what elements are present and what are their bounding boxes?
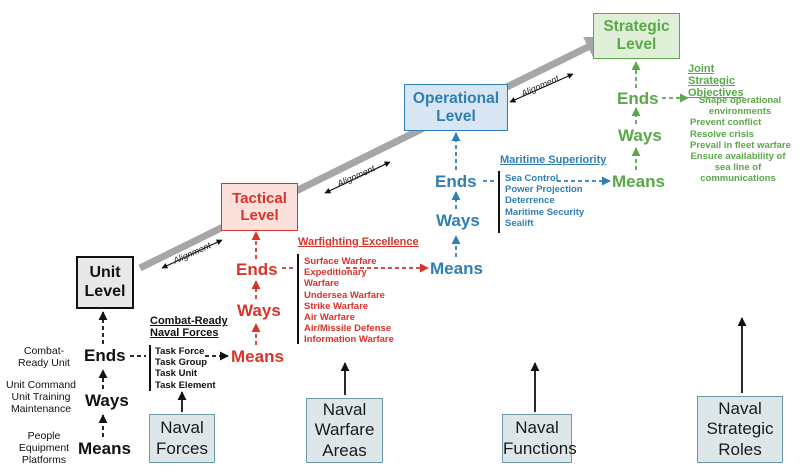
operational-outputs-bracket [498, 171, 500, 233]
tactical-output-item: Air Warfare [304, 312, 355, 324]
strategic-means: Means [612, 172, 665, 191]
tactical-means: Means [231, 347, 284, 366]
strategic-output-item: Prevail in fleet warfare [690, 139, 791, 151]
tactical-output-item: Strike Warfare [304, 300, 369, 312]
naval-warfare-areas-box: Naval Warfare Areas [306, 398, 383, 463]
operational-output-item: Deterrence [505, 195, 555, 207]
operational-means: Means [430, 259, 483, 278]
strategic-level-box: Strategic Level [593, 13, 680, 59]
operational-output-item: Maritime Security [505, 206, 585, 218]
operational-level-label: Operational Level [412, 89, 500, 125]
unit-outputs-bracket [149, 345, 151, 391]
operational-output-item: Sea Control [505, 173, 559, 184]
naval-strategic-roles-box: Naval Strategic Roles [697, 396, 783, 463]
naval-forces-box: Naval Forces [149, 414, 215, 463]
maritime-superiority-heading: Maritime Superiority [500, 154, 607, 166]
alignment-arrow-1 [161, 239, 223, 269]
operational-level-box: Operational Level [404, 84, 508, 131]
strategic-output-item: Shape operational environments [698, 95, 782, 118]
unit-ways: Ways [85, 391, 129, 410]
unit-output-item: Task Unit [155, 368, 198, 380]
naval-functions-label: Naval Functions [503, 418, 577, 458]
tactical-output-item: Expeditionary Warfare [304, 267, 367, 290]
unit-ends-note: Combat-Ready Unit [18, 345, 70, 369]
unit-level-box: Unit Level [76, 256, 134, 309]
unit-means-note: People Equipment Platforms [18, 430, 70, 466]
operational-output-item: Power Projection [505, 184, 583, 196]
naval-warfare-areas-label: Naval Warfare Areas [314, 399, 375, 460]
unit-ends: Ends [84, 346, 126, 365]
unit-means: Means [78, 439, 131, 458]
tactical-level-label: Tactical Level [232, 189, 287, 224]
unit-outputs-list: Task Force Task Group Task Unit Task Ele… [155, 346, 216, 391]
strategic-ways: Ways [618, 126, 662, 145]
tactical-ends: Ends [236, 260, 278, 279]
strategic-output-item: Ensure availability of sea line of commu… [690, 151, 786, 185]
operational-ends: Ends [435, 172, 477, 191]
strategic-output-item: Resolve crisis [690, 128, 754, 140]
naval-strategic-roles-label: Naval Strategic Roles [706, 398, 774, 459]
operational-output-item: Sealift [505, 217, 534, 229]
joint-strategic-objectives-heading: Joint Strategic Objectives [688, 63, 744, 99]
strategic-output-item: Prevent conflict [690, 117, 762, 129]
combat-ready-heading: Combat-Ready Naval Forces [150, 315, 228, 339]
operational-outputs-list: Sea Control Power Projection Deterrence … [505, 173, 584, 229]
strategic-level-label: Strategic Level [603, 18, 670, 53]
naval-functions-box: Naval Functions [502, 414, 577, 463]
strategic-ends: Ends [617, 89, 659, 108]
strategic-outputs-list: Shape operational environments Prevent c… [690, 95, 791, 185]
tactical-outputs-bracket [297, 254, 299, 344]
tactical-level-box: Tactical Level [221, 183, 298, 231]
operational-ways: Ways [436, 211, 480, 230]
tactical-outputs-list: Surface Warfare Expeditionary Warfare Un… [304, 256, 394, 346]
tactical-output-item: Air/Missile Defense [304, 323, 392, 335]
alignment-arrow-2 [324, 161, 391, 194]
tactical-output-item: Surface Warfare [304, 256, 377, 267]
unit-output-item: Task Element [155, 379, 216, 391]
warfighting-excellence-heading: Warfighting Excellence [298, 236, 419, 248]
unit-ways-note: Unit Command Unit Training Maintenance [5, 379, 77, 415]
alignment-arrow-3 [509, 73, 574, 103]
unit-output-item: Task Force [155, 346, 205, 357]
tactical-output-item: Information Warfare [304, 334, 394, 346]
naval-forces-label: Naval Forces [156, 418, 208, 458]
tactical-output-item: Undersea Warfare [304, 289, 385, 301]
tactical-ways: Ways [237, 301, 281, 320]
unit-level-label: Unit Level [84, 264, 126, 300]
unit-output-item: Task Group [155, 357, 208, 369]
